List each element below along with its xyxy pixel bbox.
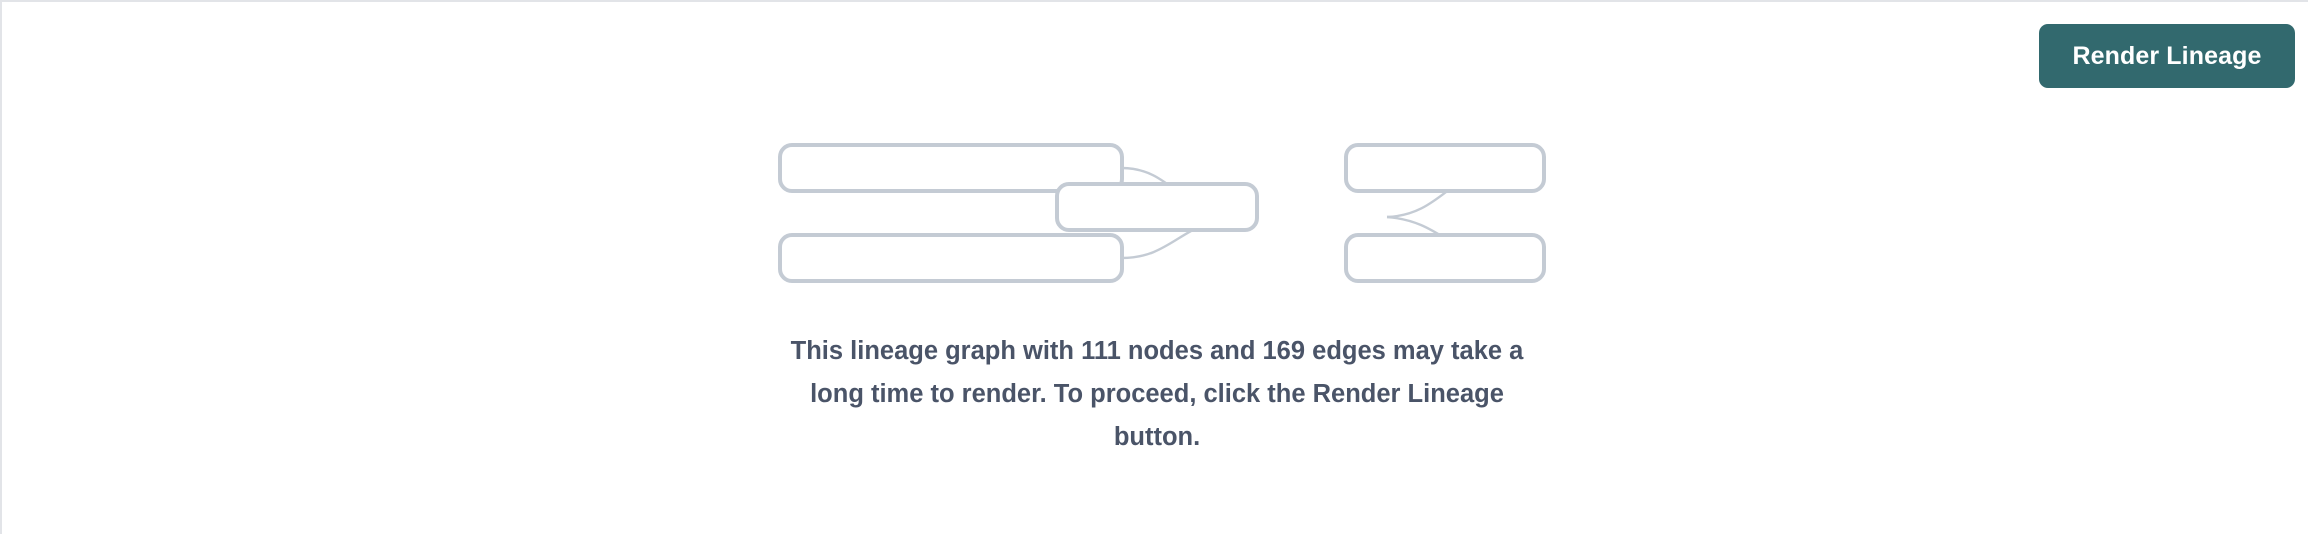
lineage-graph-placeholder-illustration — [742, 127, 1572, 292]
graph-node-target-1 — [1344, 143, 1546, 193]
lineage-size-warning-message: This lineage graph with 111 nodes and 16… — [790, 337, 1524, 451]
graph-node-source-1 — [778, 143, 1124, 193]
render-lineage-button[interactable]: Render Lineage — [2039, 24, 2295, 88]
graph-node-target-2 — [1344, 233, 1546, 283]
graph-node-source-2 — [778, 233, 1124, 283]
graph-node-center-1 — [1055, 182, 1259, 232]
